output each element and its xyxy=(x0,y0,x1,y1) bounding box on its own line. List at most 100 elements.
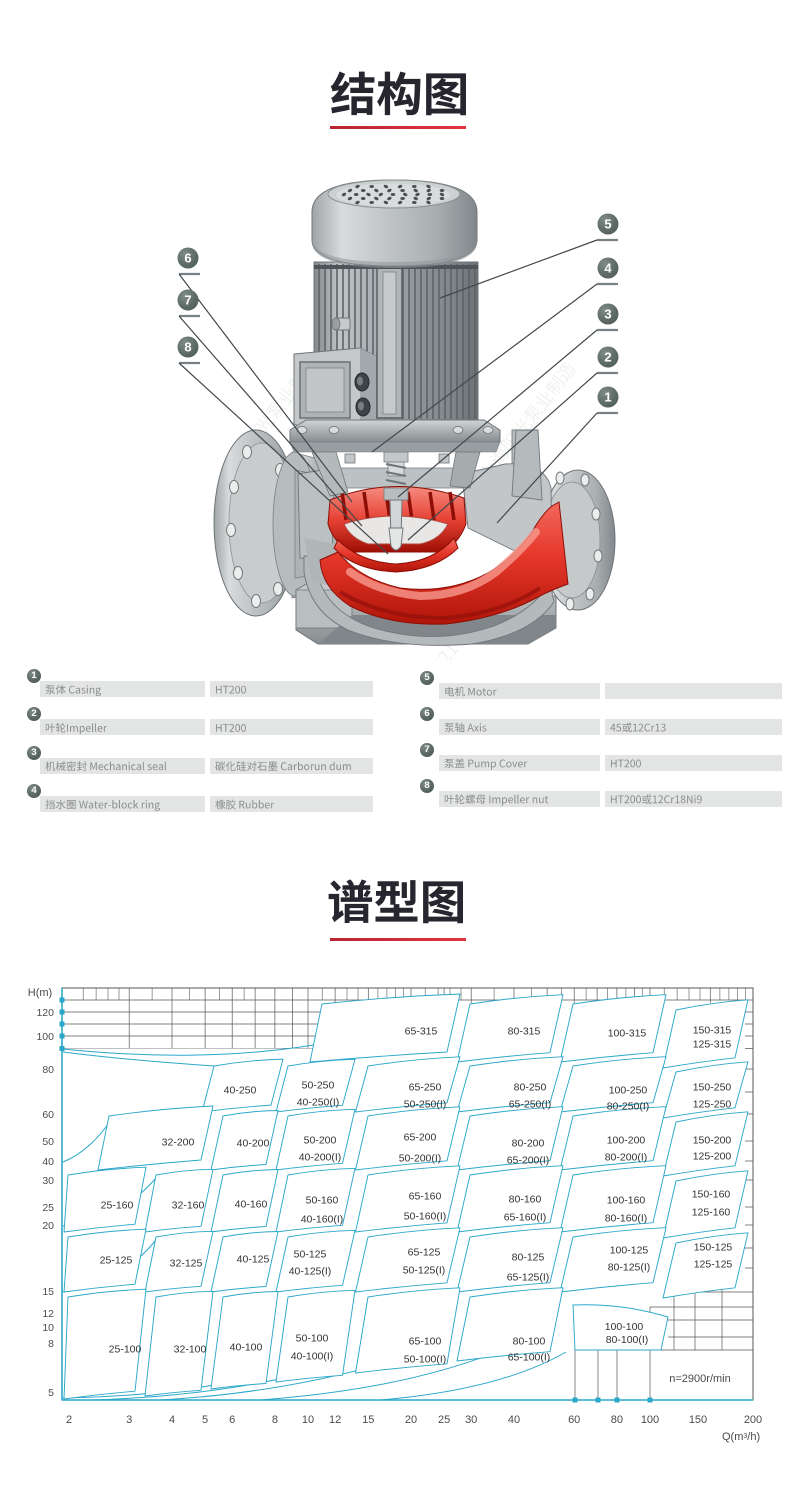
svg-text:150-200: 150-200 xyxy=(693,1135,732,1147)
svg-text:50: 50 xyxy=(42,1136,54,1148)
svg-text:40-200: 40-200 xyxy=(237,1138,270,1150)
svg-text:80-160(I): 80-160(I) xyxy=(605,1213,648,1225)
svg-text:20: 20 xyxy=(405,1414,417,1426)
svg-text:2: 2 xyxy=(604,350,611,365)
svg-text:60: 60 xyxy=(568,1414,580,1426)
svg-text:5: 5 xyxy=(604,217,611,232)
svg-text:25: 25 xyxy=(42,1202,54,1214)
svg-text:60: 60 xyxy=(42,1109,54,1121)
svg-text:50-100: 50-100 xyxy=(296,1333,329,1345)
svg-text:5: 5 xyxy=(48,1387,54,1399)
svg-text:125-315: 125-315 xyxy=(693,1039,732,1051)
svg-text:2: 2 xyxy=(66,1414,72,1426)
svg-text:80-250(I): 80-250(I) xyxy=(607,1101,650,1113)
svg-text:12: 12 xyxy=(329,1414,341,1426)
svg-text:65-100(I): 65-100(I) xyxy=(508,1352,551,1364)
svg-text:25: 25 xyxy=(438,1414,450,1426)
svg-text:8: 8 xyxy=(184,340,191,355)
svg-text:100-100: 100-100 xyxy=(605,1321,644,1333)
svg-text:100-160: 100-160 xyxy=(607,1195,646,1207)
svg-text:7: 7 xyxy=(184,293,191,308)
svg-text:10: 10 xyxy=(42,1322,54,1334)
svg-text:40-125: 40-125 xyxy=(237,1254,270,1266)
svg-text:100: 100 xyxy=(36,1031,54,1043)
svg-text:80-100: 80-100 xyxy=(513,1336,546,1348)
svg-text:125-250: 125-250 xyxy=(693,1099,732,1111)
svg-text:40: 40 xyxy=(42,1156,54,1168)
svg-text:30: 30 xyxy=(42,1175,54,1187)
svg-text:40-125(I): 40-125(I) xyxy=(289,1266,332,1278)
svg-text:80: 80 xyxy=(611,1414,623,1426)
svg-text:8: 8 xyxy=(48,1338,54,1350)
svg-text:80: 80 xyxy=(42,1064,54,1076)
svg-text:50-160(I): 50-160(I) xyxy=(404,1211,447,1223)
svg-text:50-125: 50-125 xyxy=(294,1249,327,1261)
svg-text:100-315: 100-315 xyxy=(608,1028,647,1040)
svg-text:n=2900r/min: n=2900r/min xyxy=(669,1373,730,1385)
svg-text:40-100(I): 40-100(I) xyxy=(291,1351,334,1363)
svg-text:80-160: 80-160 xyxy=(509,1194,542,1206)
svg-text:65-100: 65-100 xyxy=(409,1336,442,1348)
svg-text:125-160: 125-160 xyxy=(692,1207,731,1219)
svg-text:65-250(I): 65-250(I) xyxy=(509,1099,552,1111)
svg-text:4: 4 xyxy=(169,1414,175,1426)
svg-text:25-100: 25-100 xyxy=(109,1344,142,1356)
svg-text:15: 15 xyxy=(42,1286,54,1298)
svg-text:40-250(I): 40-250(I) xyxy=(297,1097,340,1109)
svg-text:80-125: 80-125 xyxy=(512,1252,545,1264)
svg-text:40-100: 40-100 xyxy=(230,1342,263,1354)
svg-text:50-100(I): 50-100(I) xyxy=(404,1354,447,1366)
svg-text:5: 5 xyxy=(202,1414,208,1426)
svg-text:80-250: 80-250 xyxy=(514,1082,547,1094)
svg-text:150-125: 150-125 xyxy=(694,1242,733,1254)
svg-text:100-200: 100-200 xyxy=(607,1135,646,1147)
svg-text:200: 200 xyxy=(744,1414,762,1426)
svg-text:125-200: 125-200 xyxy=(693,1151,732,1163)
svg-text:10: 10 xyxy=(302,1414,314,1426)
svg-text:150-315: 150-315 xyxy=(693,1025,732,1037)
svg-text:4: 4 xyxy=(604,261,612,276)
svg-text:32-125: 32-125 xyxy=(170,1258,203,1270)
svg-text:40-160(I): 40-160(I) xyxy=(301,1214,344,1226)
svg-text:Q(m3/h): Q(m3/h) xyxy=(722,1431,760,1443)
svg-text:80-125(I): 80-125(I) xyxy=(608,1262,651,1274)
svg-text:3: 3 xyxy=(604,307,611,322)
svg-text:65-200: 65-200 xyxy=(404,1132,437,1144)
svg-text:20: 20 xyxy=(42,1220,54,1232)
svg-text:40: 40 xyxy=(508,1414,520,1426)
svg-text:80-200: 80-200 xyxy=(512,1138,545,1150)
svg-text:3: 3 xyxy=(126,1414,132,1426)
svg-text:100-125: 100-125 xyxy=(610,1245,649,1257)
svg-text:1: 1 xyxy=(604,390,611,405)
svg-text:120: 120 xyxy=(36,1007,54,1019)
svg-text:50-125(I): 50-125(I) xyxy=(403,1265,446,1277)
svg-text:40-250: 40-250 xyxy=(224,1085,257,1097)
svg-text:50-250: 50-250 xyxy=(302,1080,335,1092)
svg-text:40-160: 40-160 xyxy=(235,1199,268,1211)
svg-text:65-250: 65-250 xyxy=(409,1082,442,1094)
svg-text:30: 30 xyxy=(465,1414,477,1426)
svg-text:65-200(I): 65-200(I) xyxy=(507,1155,550,1167)
svg-text:50-250(I): 50-250(I) xyxy=(404,1099,447,1111)
svg-text:32-100: 32-100 xyxy=(174,1344,207,1356)
svg-text:125-125: 125-125 xyxy=(694,1259,733,1271)
svg-text:50-160: 50-160 xyxy=(306,1195,339,1207)
svg-text:100: 100 xyxy=(641,1414,659,1426)
svg-text:100-250: 100-250 xyxy=(609,1085,648,1097)
svg-text:32-200: 32-200 xyxy=(162,1137,195,1149)
svg-text:65-315: 65-315 xyxy=(405,1026,438,1038)
svg-text:50-200: 50-200 xyxy=(304,1135,337,1147)
svg-text:6: 6 xyxy=(229,1414,235,1426)
svg-text:80-100(I): 80-100(I) xyxy=(606,1334,649,1346)
svg-text:40-200(I): 40-200(I) xyxy=(299,1152,342,1164)
svg-text:32-160: 32-160 xyxy=(172,1200,205,1212)
svg-text:150: 150 xyxy=(689,1414,707,1426)
svg-text:65-125(I): 65-125(I) xyxy=(507,1272,550,1284)
svg-text:150-250: 150-250 xyxy=(693,1082,732,1094)
svg-text:65-160(I): 65-160(I) xyxy=(504,1212,547,1224)
svg-text:15: 15 xyxy=(362,1414,374,1426)
svg-text:25-125: 25-125 xyxy=(100,1255,133,1267)
svg-text:8: 8 xyxy=(272,1414,278,1426)
svg-text:25-160: 25-160 xyxy=(101,1200,134,1212)
svg-text:80-200(I): 80-200(I) xyxy=(605,1152,648,1164)
